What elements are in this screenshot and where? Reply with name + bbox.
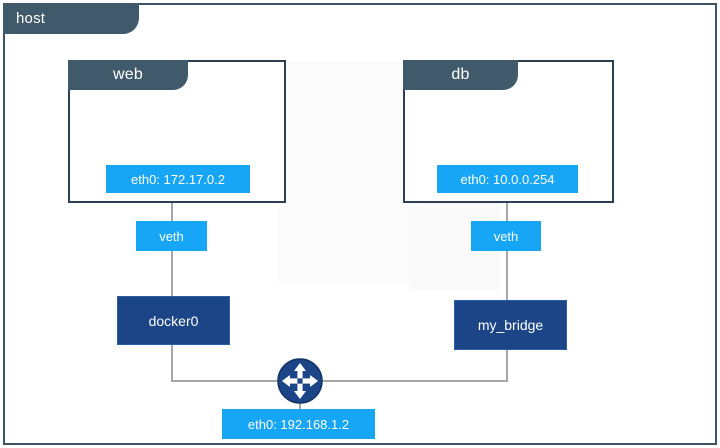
edge-router-to-my-bridge — [314, 380, 508, 382]
host-tab-label: host — [3, 3, 139, 34]
edge-veth-to-my-bridge — [506, 251, 508, 300]
container-tab-db: db — [403, 60, 518, 90]
edge-docker0-down — [171, 345, 173, 381]
veth-node-web: veth — [136, 221, 207, 251]
edge-docker0-to-router — [171, 380, 286, 382]
interface-label-db-eth0: eth0: 10.0.0.254 — [437, 165, 578, 193]
edge-db-eth0-to-veth — [506, 203, 508, 221]
container-tab-web: web — [68, 60, 188, 90]
bridge-node-my-bridge: my_bridge — [454, 300, 567, 350]
edge-web-eth0-to-veth — [171, 203, 173, 221]
background-wash — [278, 62, 410, 284]
veth-node-db: veth — [471, 221, 541, 251]
router-icon — [277, 358, 323, 404]
interface-label-host-eth0: eth0: 192.168.1.2 — [222, 409, 375, 439]
interface-label-web-eth0: eth0: 172.17.0.2 — [106, 165, 250, 193]
edge-veth-to-docker0 — [171, 251, 173, 296]
bridge-node-docker0: docker0 — [117, 296, 230, 345]
edge-my-bridge-down — [506, 350, 508, 381]
